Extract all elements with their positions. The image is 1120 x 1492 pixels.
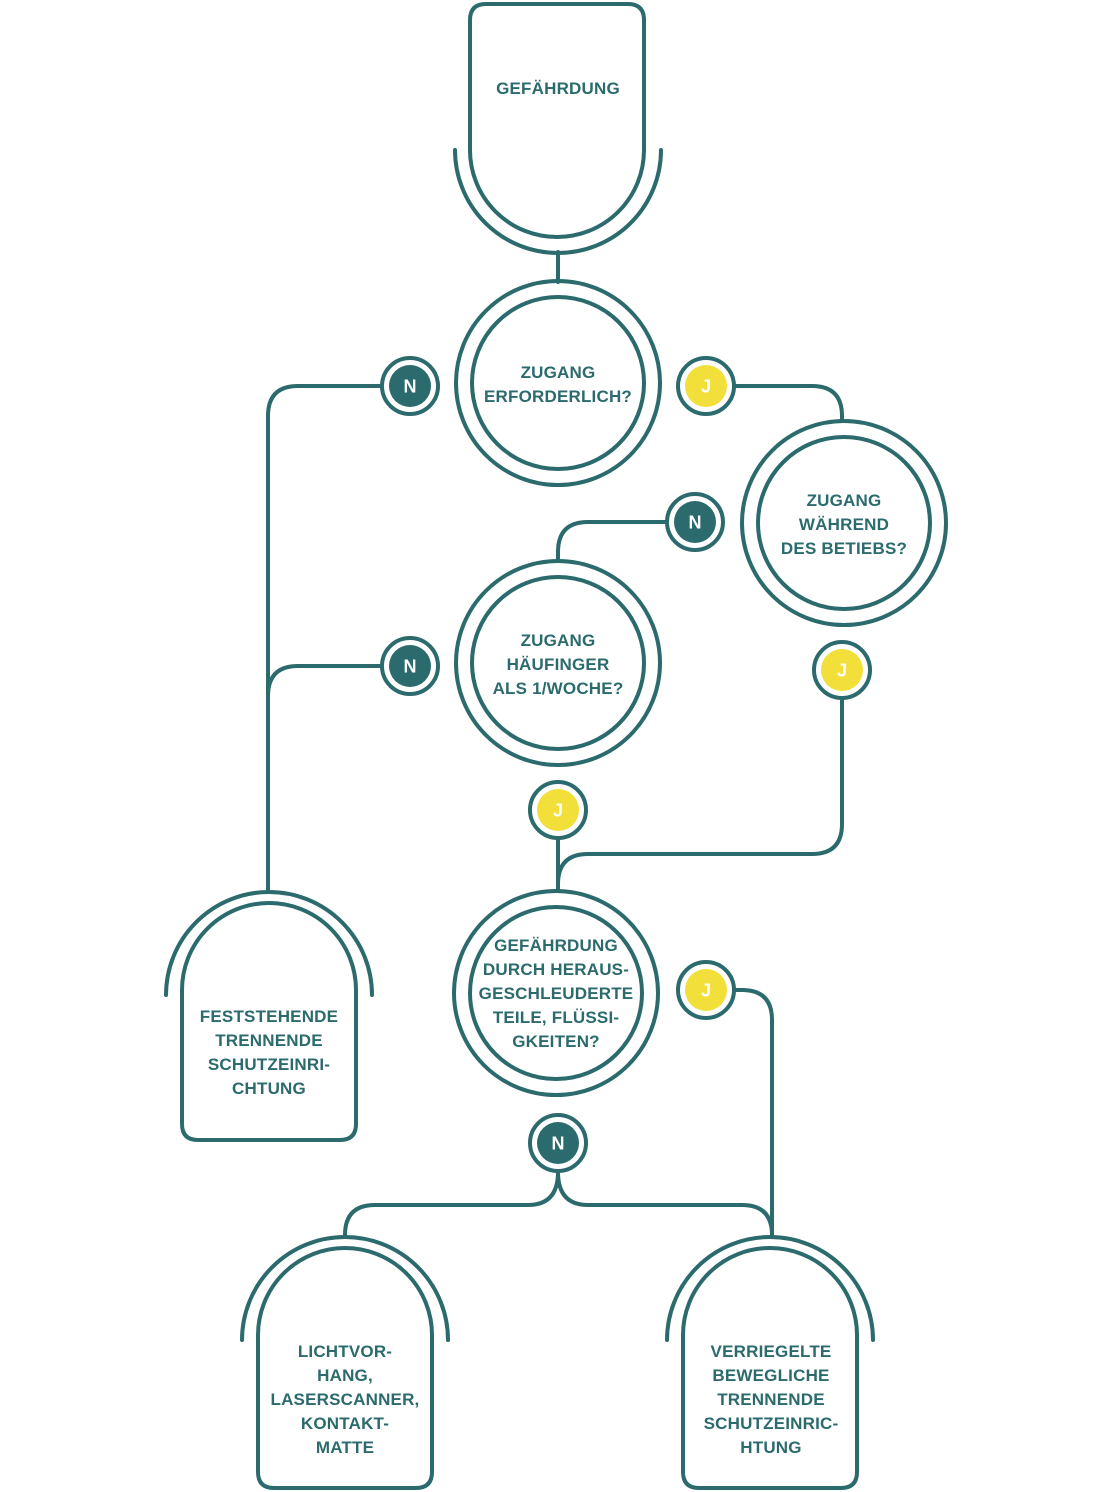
no-label: N [689,513,702,533]
yes-label: J [837,661,847,681]
q-frequency-circle [454,559,662,767]
yes-label: J [701,981,711,1001]
no-label: N [404,377,417,397]
q-access-circle [454,279,662,487]
start-node-shape [453,2,663,255]
q-access-label: ZUGANG ERFORDERLICH? [483,363,633,406]
fixed-guard-shape [164,890,374,1142]
yes-badge-ejected: J [676,960,736,1020]
q-operation-circle [740,419,948,627]
no-label: N [404,657,417,677]
light-curtain-label: LICHTVOR- HANG, LASERSCANNER, KONTAKT- M… [270,1342,420,1457]
q-frequency-label: ZUGANG HÄUFINGER ALS 1/WOCHE? [492,631,624,698]
q-ejected-circle [452,889,660,1097]
fixed-guard-label: FESTSTEHENDE TRENNENDE SCHUTZEINRI- CHTU… [199,1007,339,1098]
yes-label: J [701,377,711,397]
no-badge-frequency: N [380,636,440,696]
q-ejected-label: GEFÄHRDUNG DURCH HERAUS- GESCHLEUDERTE T… [478,936,634,1051]
no-label: N [552,1134,565,1154]
yes-badge-operation: J [812,640,872,700]
yes-badge-frequency: J [528,780,588,840]
connectors [266,250,844,1238]
no-badge-access: N [380,356,440,416]
interlocked-guard-label: VERRIEGELTE BEWEGLICHE TRENNENDE SCHUTZE… [703,1342,839,1457]
yes-label: J [553,801,563,821]
start-label: GEFÄHRDUNG [496,79,620,98]
yes-badge-access: J [676,356,736,416]
interlocked-guard-shape [665,1235,875,1490]
light-curtain-shape [240,1235,450,1490]
no-badge-operation: N [665,492,725,552]
no-badge-ejected: N [528,1113,588,1173]
q-operation-label: ZUGANG WÄHREND DES BETIEBS? [780,491,908,558]
